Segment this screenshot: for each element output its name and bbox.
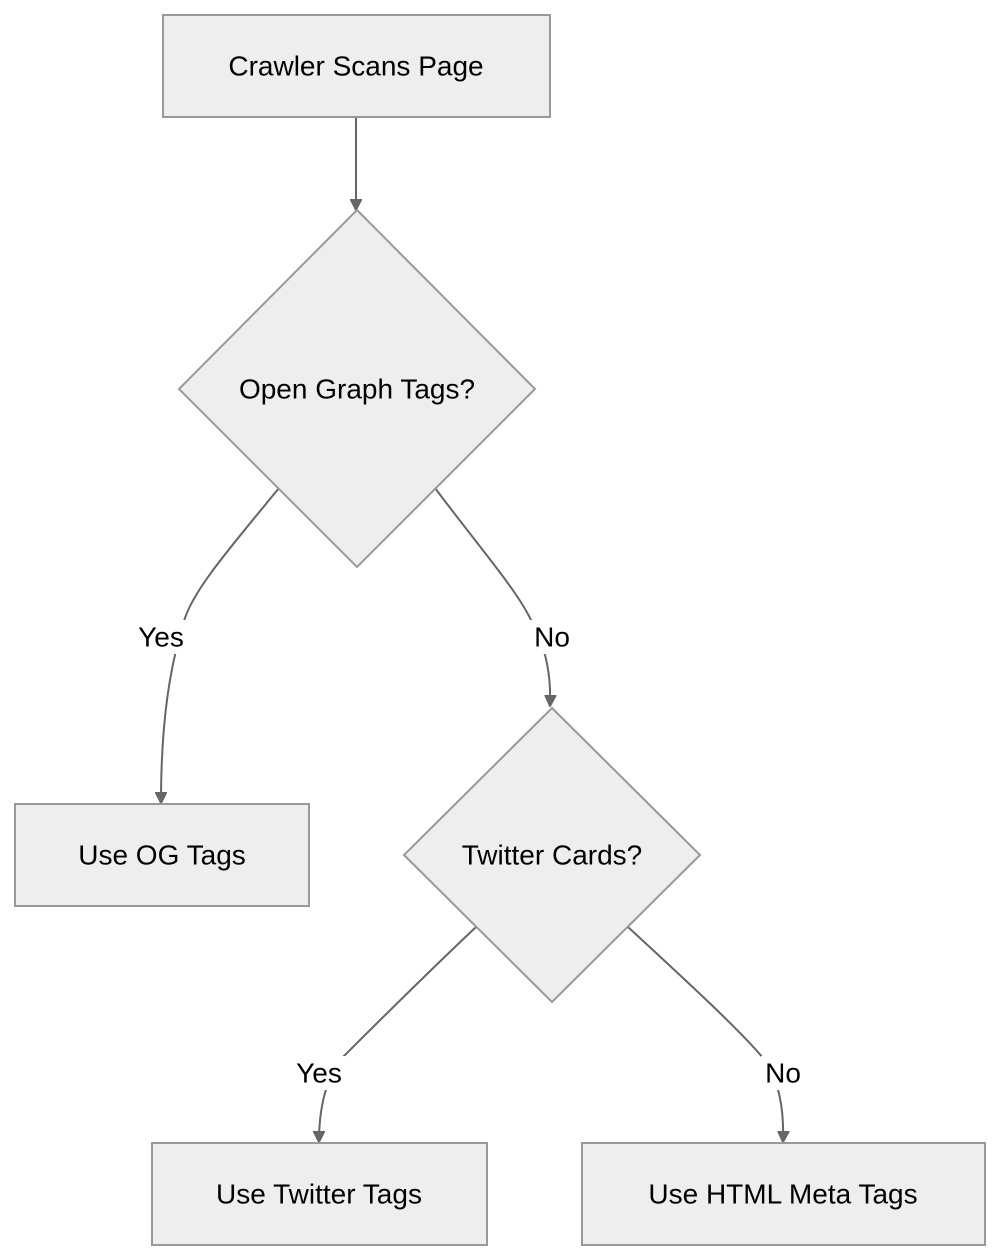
- node-label: Use Twitter Tags: [216, 1179, 422, 1210]
- edge-twitter-decision-to-use-html-meta: [627, 926, 783, 1142]
- edge-label-text: Yes: [296, 1058, 342, 1089]
- nodes: Crawler Scans Page Open Graph Tags? Use …: [14, 14, 986, 1246]
- edge-labels: Yes No Yes No: [135, 620, 805, 1090]
- node-label: Use HTML Meta Tags: [648, 1179, 917, 1210]
- edge-label-text: Yes: [138, 622, 184, 653]
- node-label: Crawler Scans Page: [228, 51, 483, 82]
- edges: [161, 117, 783, 1142]
- node-crawler-scans-page: Crawler Scans Page: [162, 14, 551, 118]
- node-label: Open Graph Tags?: [239, 374, 475, 405]
- node-use-twitter-tags: Use Twitter Tags: [151, 1142, 488, 1246]
- edge-label-text: No: [765, 1058, 801, 1089]
- edge-og-decision-to-use-og: [161, 487, 280, 803]
- node-open-graph-decision: Open Graph Tags?: [177, 208, 537, 569]
- edge-twitter-decision-to-use-twitter: [319, 926, 477, 1142]
- node-label: Use OG Tags: [78, 840, 246, 871]
- edge-label-twitter-yes: Yes: [293, 1056, 345, 1090]
- node-use-html-meta-tags: Use HTML Meta Tags: [581, 1142, 986, 1246]
- node-label: Twitter Cards?: [462, 840, 643, 871]
- edge-og-decision-to-twitter-decision: [434, 487, 550, 706]
- node-twitter-cards-decision: Twitter Cards?: [402, 706, 702, 1004]
- node-use-og-tags: Use OG Tags: [14, 803, 310, 907]
- edge-label-text: No: [534, 622, 570, 653]
- edge-label-og-yes: Yes: [135, 620, 187, 654]
- edge-label-twitter-no: No: [761, 1056, 805, 1090]
- edge-label-og-no: No: [530, 620, 574, 654]
